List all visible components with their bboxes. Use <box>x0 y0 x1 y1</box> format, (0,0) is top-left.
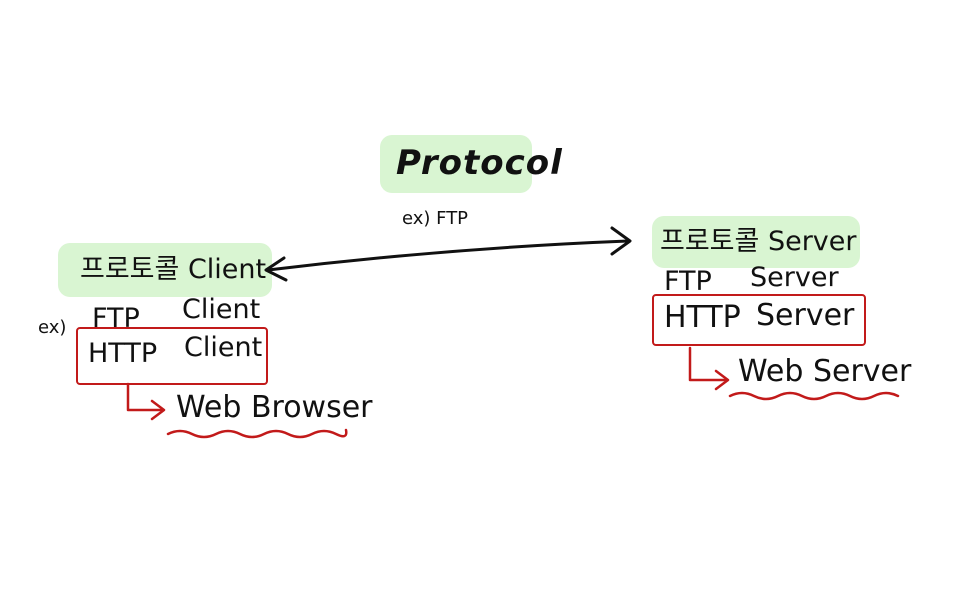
client-heading-highlight <box>58 243 272 297</box>
client-result-arrow <box>126 382 164 412</box>
server-result-underline <box>728 391 900 401</box>
client-result-arrowhead-icon <box>150 399 166 421</box>
client-http-box <box>76 327 268 385</box>
server-heading-highlight <box>652 216 860 268</box>
client-http-role: Client <box>184 332 263 363</box>
server-ftp-label: FTP <box>664 266 712 297</box>
server-result-arrowhead-icon <box>714 369 730 391</box>
server-result-label: Web Server <box>738 354 912 389</box>
arrowhead-right-icon <box>610 226 632 256</box>
title-highlight <box>380 135 532 193</box>
server-http-label: HTTP <box>664 300 741 335</box>
client-result-label: Web Browser <box>176 390 373 425</box>
client-http-label: HTTP <box>88 338 158 369</box>
client-heading: 프로토콜 Client <box>80 254 267 285</box>
client-ex-prefix: ex) <box>38 317 67 338</box>
client-ftp-role: Client <box>182 294 261 325</box>
server-http-role: Server <box>756 298 855 333</box>
arrowhead-left-icon <box>264 256 288 282</box>
diagram-title: Protocol <box>396 143 563 183</box>
client-ftp-label: FTP <box>92 303 140 334</box>
server-http-box <box>652 294 866 346</box>
example-protocol-label: ex) FTP <box>402 208 469 229</box>
server-ftp-role: Server <box>750 262 839 293</box>
client-result-underline <box>166 428 348 439</box>
server-result-arrow <box>688 346 728 382</box>
server-heading: 프로토콜 Server <box>660 226 857 257</box>
protocol-arrow-line <box>266 239 630 272</box>
